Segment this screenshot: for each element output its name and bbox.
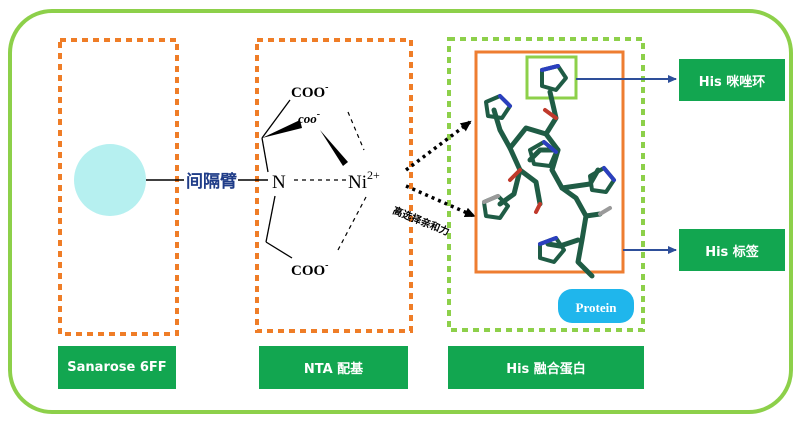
carboxylate-top: COO- bbox=[291, 82, 329, 101]
bond-top-arm-2 bbox=[261, 99, 291, 139]
nickel-ion: Ni2+ bbox=[348, 168, 380, 193]
column-box-protein bbox=[447, 37, 645, 332]
carboxylate-middle: coo- bbox=[298, 109, 320, 126]
column-box-nta bbox=[255, 38, 413, 333]
affinity-label: 高选择亲和力 bbox=[391, 204, 452, 239]
protein-label: Protein bbox=[576, 300, 618, 315]
protein-frame bbox=[474, 50, 625, 274]
bond-top-arm bbox=[261, 137, 269, 173]
bond-bottom-arm bbox=[265, 195, 276, 243]
coordination-bottom bbox=[337, 196, 367, 251]
protein-pill-icon bbox=[558, 289, 634, 323]
label-his-tag: His 标签 bbox=[679, 229, 785, 271]
affinity-arrow-up bbox=[404, 120, 472, 172]
label-nta-ligand: NTA 配基 bbox=[259, 346, 408, 389]
histidine-stick-icon bbox=[482, 64, 616, 279]
carboxylate-bottom: COO- bbox=[291, 260, 329, 279]
affinity-arrow-down bbox=[405, 184, 476, 218]
column-box-resin bbox=[58, 38, 179, 336]
wedge-bond-top bbox=[262, 120, 302, 138]
linker-label: 间隔臂 bbox=[186, 171, 237, 192]
agarose-bead-icon bbox=[74, 144, 146, 216]
wedge-bond-mid bbox=[320, 130, 348, 166]
label-sanarose: Sanarose 6FF bbox=[58, 346, 176, 389]
coordination-top bbox=[347, 111, 365, 151]
label-his-fusion-protein: His 融合蛋白 bbox=[448, 346, 644, 389]
label-his-imidazole: His 咪唑环 bbox=[679, 59, 785, 101]
bond-bottom-arm-2 bbox=[265, 241, 293, 259]
nitrogen-atom: N bbox=[272, 172, 286, 193]
outer-frame bbox=[8, 9, 793, 414]
